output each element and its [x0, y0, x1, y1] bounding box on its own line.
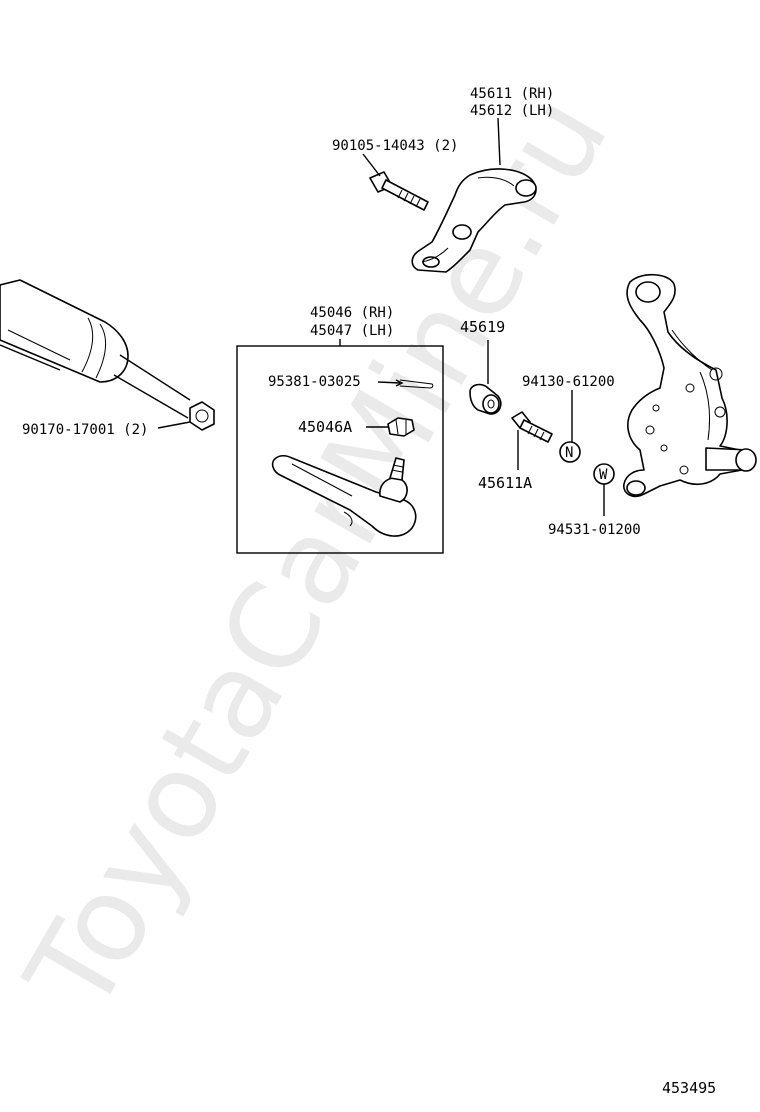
- label-nut-n: 94130-61200: [522, 374, 615, 390]
- label-bolt-small: 45611A: [478, 474, 532, 492]
- label-tie-rod-end-rh: 45046 (RH): [310, 305, 394, 321]
- label-washer-w: 94531-01200: [548, 522, 641, 538]
- nut-n-letter: N: [565, 445, 573, 461]
- label-tie-rod-end-lh: 45047 (LH): [310, 323, 394, 339]
- label-castle-nut: 45046A: [298, 418, 352, 436]
- steering-knuckle: [623, 273, 757, 498]
- cotter-pin: [399, 379, 434, 389]
- label-nut-rack: 90170-17001 (2): [22, 422, 148, 438]
- bushing: [469, 383, 502, 415]
- tie-rod-end: [271, 454, 417, 537]
- steering-arm: [411, 168, 537, 273]
- washer-w-letter: W: [599, 467, 608, 483]
- nut-rack: [189, 401, 215, 431]
- bolt-arm: [369, 171, 429, 211]
- bolt-small: [511, 411, 553, 443]
- nut-n: N: [559, 441, 581, 463]
- castle-nut: [387, 417, 415, 437]
- label-arm-rh: 45611 (RH): [470, 86, 554, 102]
- rack-boot: [0, 279, 191, 419]
- label-arm-lh: 45612 (LH): [470, 103, 554, 119]
- washer-w: W: [593, 463, 615, 485]
- label-bushing: 45619: [460, 318, 505, 336]
- label-bolt-arm: 90105-14043 (2): [332, 138, 458, 154]
- label-cotter-pin: 95381-03025: [268, 374, 361, 390]
- diagram-id: 453495: [662, 1079, 716, 1097]
